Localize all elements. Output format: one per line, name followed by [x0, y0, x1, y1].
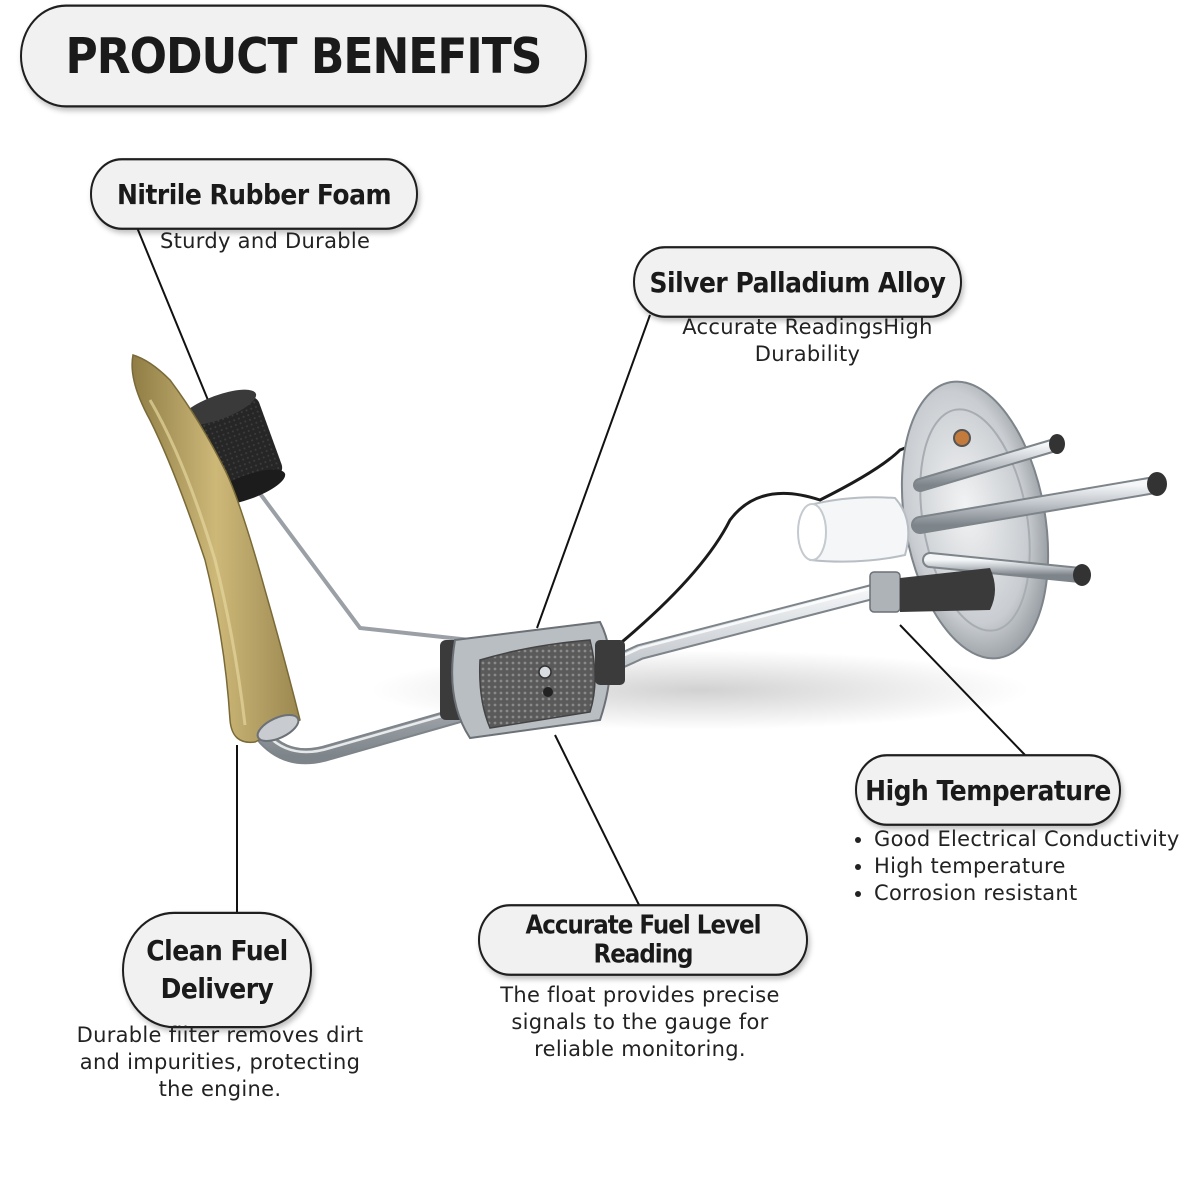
callout-foam-title: Nitrile Rubber Foam — [90, 158, 418, 230]
fuel-delivery-desc: Durable fiiter removes dirt and impuriti… — [55, 1022, 385, 1103]
temperature-bullets: Good Electrical Conductivity High temper… — [852, 826, 1200, 907]
callout-temperature-title: High Temperature — [855, 754, 1121, 826]
fuel-delivery-title-line2: Delivery — [160, 972, 274, 1005]
filter-sock-icon — [131, 354, 301, 744]
alloy-title: Silver Palladium Alloy — [649, 265, 946, 299]
leader-alloy — [536, 314, 651, 629]
fuel-delivery-desc-line2: and impurities, protecting — [79, 1050, 361, 1074]
callout-fuel-delivery-title: Clean Fuel Delivery — [122, 911, 312, 1029]
fuel-level-desc-line3: reliable monitoring. — [534, 1037, 746, 1061]
alloy-desc: Accurate ReadingsHigh Durability — [660, 314, 955, 368]
leader-temperature — [899, 624, 1026, 756]
wire — [599, 428, 951, 662]
header-pill: PRODUCT BENEFITS — [20, 4, 587, 108]
alloy-desc-line2: Durability — [754, 342, 861, 366]
fuel-delivery-desc-line3: the engine. — [158, 1077, 282, 1101]
outlet-pipes — [911, 434, 1167, 586]
sender-housing-icon — [440, 620, 625, 740]
leader-fuel-level — [554, 734, 641, 908]
fuel-level-desc-line1: The float provides precise — [500, 983, 780, 1007]
fuel-delivery-desc-line1: Durable fiiter removes dirt — [76, 1023, 364, 1047]
temperature-title: High Temperature — [865, 773, 1111, 807]
fuel-level-desc-line2: signals to the gauge for — [511, 1010, 769, 1034]
leader-foam — [135, 224, 211, 406]
foam-desc: Sturdy and Durable — [160, 229, 371, 253]
temperature-bullet: Good Electrical Conductivity — [874, 826, 1200, 853]
alloy-desc-line1: Accurate ReadingsHigh — [682, 315, 933, 339]
page-title: PRODUCT BENEFITS — [65, 27, 542, 85]
temperature-bullet: High temperature — [874, 853, 1200, 880]
leader-lines — [135, 224, 1026, 918]
callout-alloy-title: Silver Palladium Alloy — [633, 246, 962, 318]
foam-title: Nitrile Rubber Foam — [116, 177, 392, 211]
pump-fitting-icon — [797, 496, 910, 563]
fuel-level-desc: The float provides precise signals to th… — [480, 982, 800, 1063]
float-rod — [233, 458, 471, 642]
tube-clamp-icon — [869, 568, 995, 613]
callout-fuel-level-title: Accurate Fuel Level Reading — [478, 904, 808, 976]
fuel-delivery-title-line1: Clean Fuel — [146, 934, 288, 967]
fuel-level-title: Accurate Fuel Level Reading — [525, 910, 761, 970]
temperature-bullet: Corrosion resistant — [874, 880, 1200, 907]
